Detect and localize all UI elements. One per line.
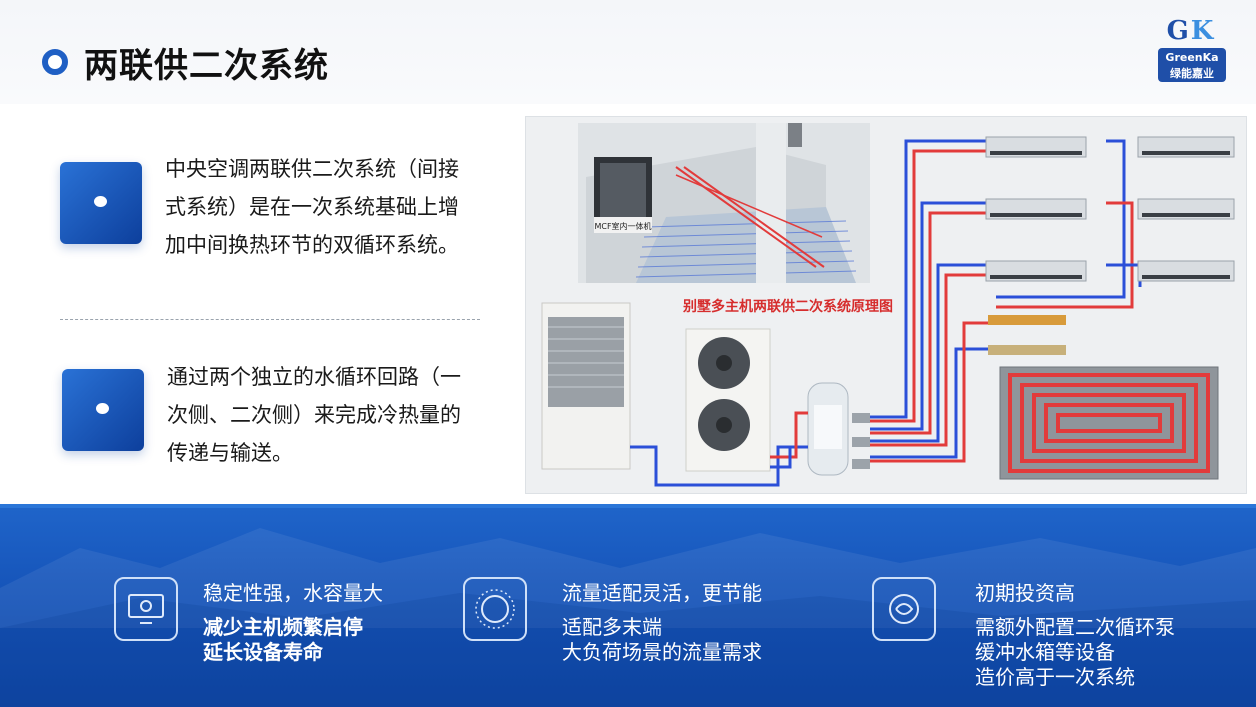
mountain-backdrop	[0, 528, 1256, 707]
buffer-tank	[807, 382, 849, 476]
point-1-line-3: 加中间换热环节的双循环系统。	[165, 233, 459, 257]
diagram-caption: 别墅多主机两联供二次系统原理图	[682, 298, 893, 315]
indoor-units	[985, 136, 1235, 282]
point-2-line-2: 次侧、二次侧）来完成冷热量的	[167, 403, 461, 427]
page-title: 两联供二次系统	[84, 46, 329, 86]
point-1-line-2: 式系统）是在一次系统基础上增	[165, 195, 459, 219]
logo-english: GreenKa	[1165, 51, 1219, 64]
system-diagram-illustration: MCF室内一体机 别墅多主机两联供二次系统原理图	[541, 123, 1235, 487]
feature-3-line-2: 缓冲水箱等设备	[975, 640, 1115, 664]
band-top-strip	[0, 504, 1256, 510]
brain-gear-icon	[872, 577, 936, 641]
header	[0, 0, 1256, 104]
cabinet-label: MCF室内一体机	[594, 221, 651, 231]
point-2-text: 通过两个独立的水循环回路（一 次侧、二次侧）来完成冷热量的 传递与输送。	[167, 358, 507, 472]
logo-mark-k: K	[1190, 16, 1216, 46]
feature-1-line-2: 延长设备寿命	[203, 640, 323, 664]
point-2-line-3: 传递与输送。	[167, 441, 293, 465]
logo-mark: GK	[1152, 16, 1230, 46]
feature-2-line-2: 大负荷场景的流量需求	[562, 640, 762, 664]
dashed-divider	[60, 319, 480, 320]
monitor-gear-icon	[114, 577, 178, 641]
feature-3-line-1: 需额外配置二次循环泵	[975, 615, 1175, 639]
sun-dial-icon	[463, 577, 527, 641]
logo-plate: GreenKa 绿能嘉业	[1158, 48, 1226, 82]
point-2-line-1: 通过两个独立的水循环回路（一	[167, 365, 461, 389]
title-ring-icon	[42, 49, 68, 75]
bullet-icon	[62, 369, 144, 451]
feature-band	[0, 508, 1256, 707]
outdoor-unit-fans	[685, 328, 771, 472]
outdoor-unit-large	[541, 302, 631, 470]
system-diagram: MCF室内一体机 别墅多主机两联供二次系统原理图	[525, 116, 1247, 494]
point-1-line-1: 中央空调两联供二次系统（间接	[165, 157, 459, 181]
feature-1-line-1: 减少主机频繁启停	[203, 615, 363, 639]
feature-3-title: 初期投资高	[975, 581, 1075, 605]
bullet-icon	[60, 162, 142, 244]
logo-chinese: 绿能嘉业	[1170, 67, 1214, 80]
logo: GK GreenKa 绿能嘉业	[1152, 14, 1230, 84]
feature-3-line-3: 造价高于一次系统	[975, 665, 1135, 689]
logo-mark-g: G	[1166, 16, 1191, 46]
floor-heating-panel	[999, 366, 1219, 480]
feature-1-title: 稳定性强，水容量大	[203, 581, 383, 605]
point-1-text: 中央空调两联供二次系统（间接 式系统）是在一次系统基础上增 加中间换热环节的双循…	[165, 150, 505, 264]
feature-2-line-1: 适配多末端	[562, 615, 662, 639]
room-render: MCF室内一体机	[578, 123, 870, 283]
feature-2-title: 流量适配灵活，更节能	[562, 581, 762, 605]
